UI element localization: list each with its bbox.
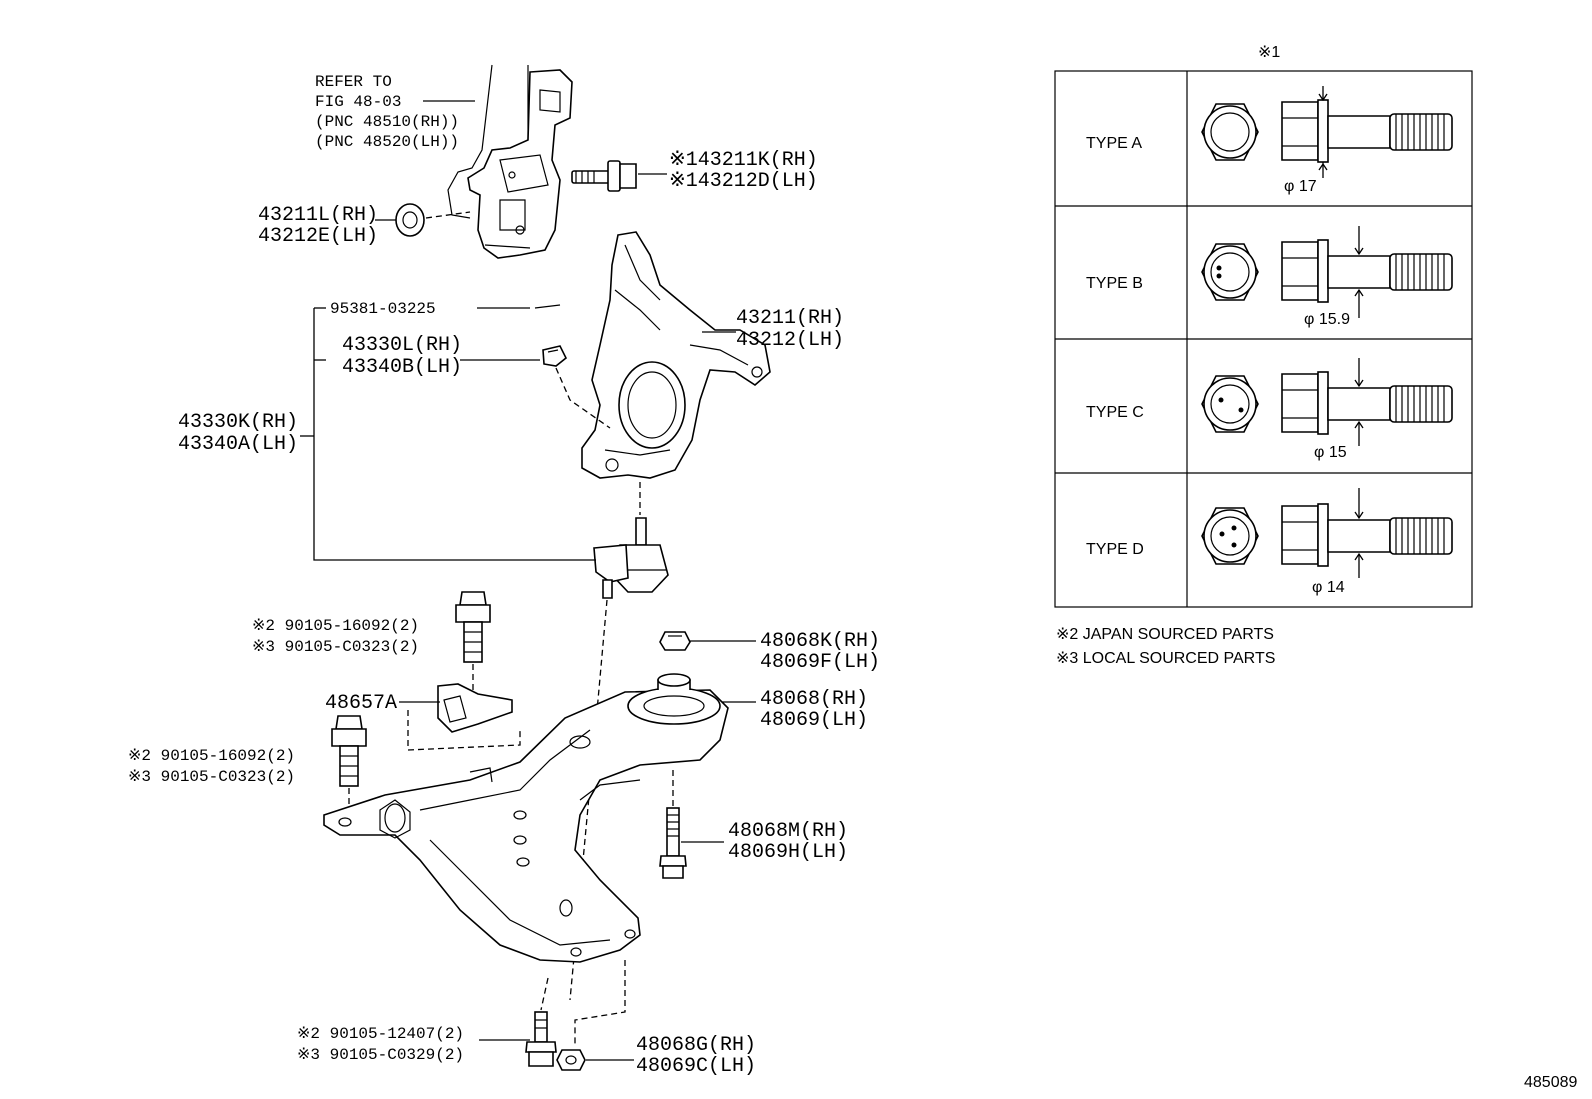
bolt-lower-local-label: ※3 90105-C0323(2) xyxy=(128,768,295,786)
bolt-rh-label: ※143211K(RH) xyxy=(669,149,818,172)
refer-label-line2: FIG 48-03 xyxy=(315,93,401,111)
table-type-d: TYPE D xyxy=(1086,541,1144,558)
figure-id: 485089 xyxy=(1524,1074,1577,1091)
bolt-lh-label: ※143212D(LH) xyxy=(669,170,818,193)
bracket-drawing xyxy=(437,683,513,733)
type-d-diameter: φ 14 xyxy=(1312,579,1345,596)
bottom-bolt-drawing xyxy=(525,1011,557,1067)
type-b-bolt-drawing xyxy=(1201,226,1453,318)
pin-label: 95381-03225 xyxy=(330,300,436,318)
bracket-label: 48657A xyxy=(325,692,397,715)
type-c-bolt-drawing xyxy=(1201,358,1453,446)
long-bolt-lh-label: 48069H(LH) xyxy=(728,841,848,864)
refer-label-line3: (PNC 48510(RH)) xyxy=(315,113,459,131)
bottom-nut-drawing xyxy=(556,1049,586,1071)
bushing-lh-label: 48069(LH) xyxy=(760,709,868,732)
type-a-diameter: φ 17 xyxy=(1284,178,1317,195)
type-c-diameter: φ 15 xyxy=(1314,444,1347,461)
ball-joint-rh-label: 43330K(RH) xyxy=(178,411,298,434)
nut-lh-label: 48069F(LH) xyxy=(760,651,880,674)
bolt-upper-japan-label: ※2 90105-16092(2) xyxy=(252,617,419,635)
type-b-diameter: φ 15.9 xyxy=(1304,311,1350,328)
rear-bushing-drawing xyxy=(627,673,721,725)
long-bolt-rh-label: 48068M(RH) xyxy=(728,820,848,843)
cam-lh-label: 43212E(LH) xyxy=(258,225,378,248)
type-a-bolt-drawing xyxy=(1201,86,1453,178)
note-japan-sourced: ※2 JAPAN SOURCED PARTS xyxy=(1056,626,1274,643)
bolt-bottom-local-label: ※3 90105-C0329(2) xyxy=(297,1046,464,1064)
strut-drawing xyxy=(447,64,573,259)
ball-joint-drawing xyxy=(593,517,669,599)
knuckle-rh-label: 43211(RH) xyxy=(736,307,844,330)
nut-drawing xyxy=(659,631,691,651)
bushing-rh-label: 48068(RH) xyxy=(760,688,868,711)
boot-lh-label: 43340B(LH) xyxy=(342,356,462,379)
hub-bolt-type-table: ※1 TYPE A TYPE B TYPE C TYPE D φ 17 xyxy=(1054,44,1473,608)
table-type-b: TYPE B xyxy=(1086,275,1143,292)
boot-drawing xyxy=(542,345,568,367)
cam-washer-drawing xyxy=(395,203,425,237)
arm-lh-label: 48069C(LH) xyxy=(636,1055,756,1078)
note-local-sourced: ※3 LOCAL SOURCED PARTS xyxy=(1056,650,1275,667)
table-type-a: TYPE A xyxy=(1086,135,1142,152)
bolt-upper-drawing xyxy=(455,591,491,663)
refer-label-line4: (PNC 48520(LH)) xyxy=(315,133,459,151)
bolt-lower-drawing xyxy=(331,715,367,787)
refer-label-line1: REFER TO xyxy=(315,73,392,91)
table-type-c: TYPE C xyxy=(1086,404,1144,421)
bolt-bottom-japan-label: ※2 90105-12407(2) xyxy=(297,1025,464,1043)
nut-rh-label: 48068K(RH) xyxy=(760,630,880,653)
long-bolt-drawing xyxy=(659,807,687,879)
cam-bolt-drawing xyxy=(571,160,637,192)
knuckle-lh-label: 43212(LH) xyxy=(736,329,844,352)
knuckle-drawing xyxy=(581,231,771,479)
arm-rh-label: 48068G(RH) xyxy=(636,1034,756,1057)
bolt-upper-local-label: ※3 90105-C0323(2) xyxy=(252,638,419,656)
lower-arm-drawing xyxy=(323,689,729,963)
cam-rh-label: 43211L(RH) xyxy=(258,204,378,227)
ball-joint-lh-label: 43340A(LH) xyxy=(178,433,298,456)
type-d-bolt-drawing xyxy=(1201,488,1453,578)
bolt-lower-japan-label: ※2 90105-16092(2) xyxy=(128,747,295,765)
boot-rh-label: 43330L(RH) xyxy=(342,334,462,357)
table-title: ※1 xyxy=(1258,44,1280,61)
